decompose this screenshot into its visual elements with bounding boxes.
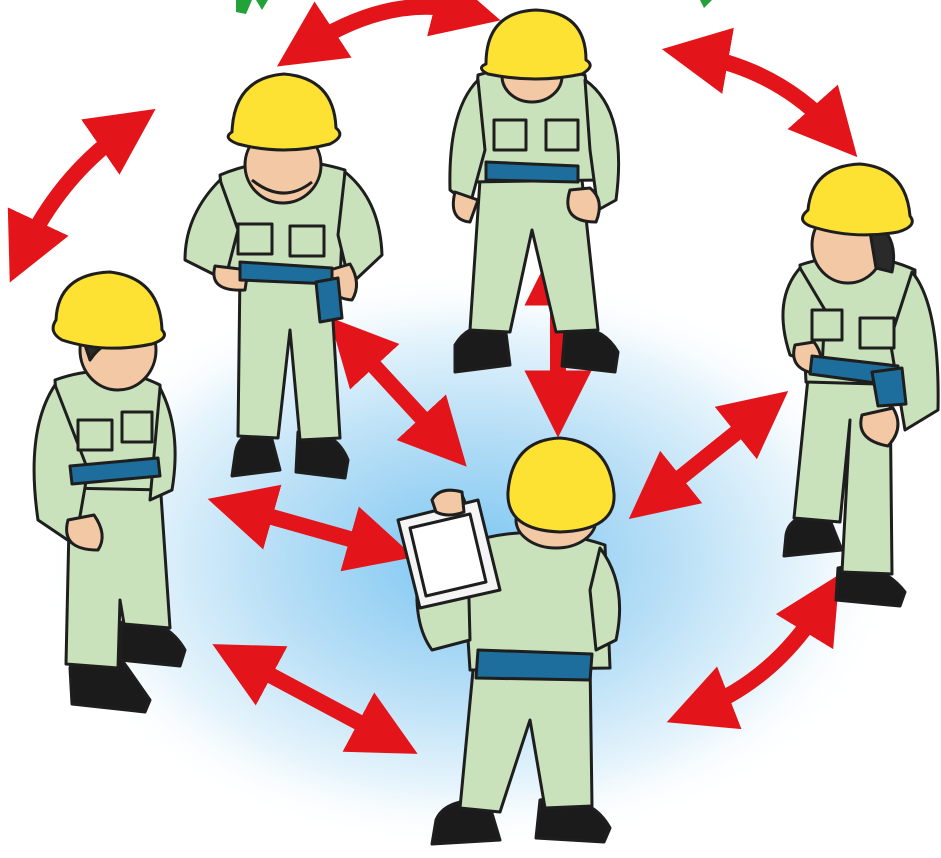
helmet-icon (508, 438, 614, 532)
